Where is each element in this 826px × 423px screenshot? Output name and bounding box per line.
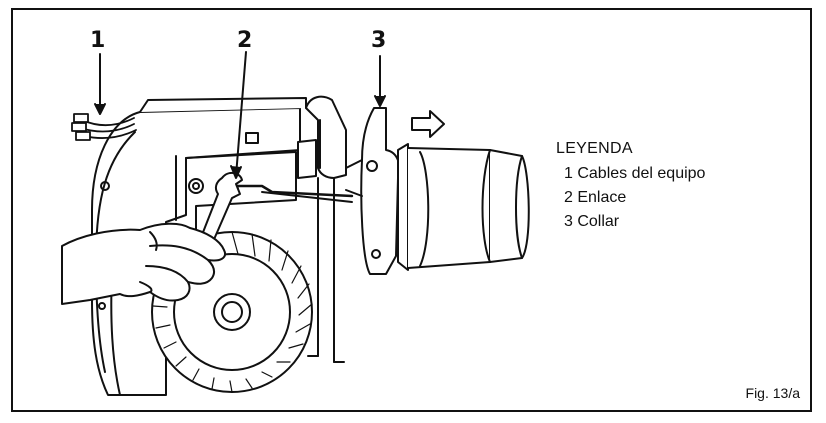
slide-rail: [317, 177, 335, 363]
callout-number-2: 2: [237, 28, 253, 53]
legend-item: 1 Cables del equipo: [564, 165, 706, 182]
blast-tube: [397, 143, 409, 271]
inner-chamber: [185, 151, 297, 233]
linkage-rod: [228, 184, 354, 198]
collar: [360, 107, 401, 275]
inner-slot: [245, 132, 259, 144]
callout-arrow-2: [235, 51, 247, 177]
callout-number-3: 3: [371, 28, 387, 53]
fan-hub: [213, 293, 251, 331]
blast-tube-head: [489, 149, 530, 263]
legend: LEYENDA 1 Cables del equipo 2 Enlace 3 C…: [556, 140, 705, 237]
wrench: [199, 172, 243, 245]
legend-item: 3 Collar: [564, 213, 620, 230]
figure-caption: Fig. 13/a: [745, 385, 800, 401]
callout-number-1: 1: [90, 28, 106, 53]
direction-arrow-icon: [411, 110, 445, 138]
legend-item: 2 Enlace: [564, 189, 627, 206]
hand: [61, 222, 226, 305]
nut: [188, 178, 204, 194]
equipment-cables: [71, 113, 137, 141]
legend-title: LEYENDA: [556, 140, 633, 157]
housing-top: [139, 97, 307, 113]
housing-screw: [100, 181, 110, 191]
flange-plate: [305, 95, 347, 179]
